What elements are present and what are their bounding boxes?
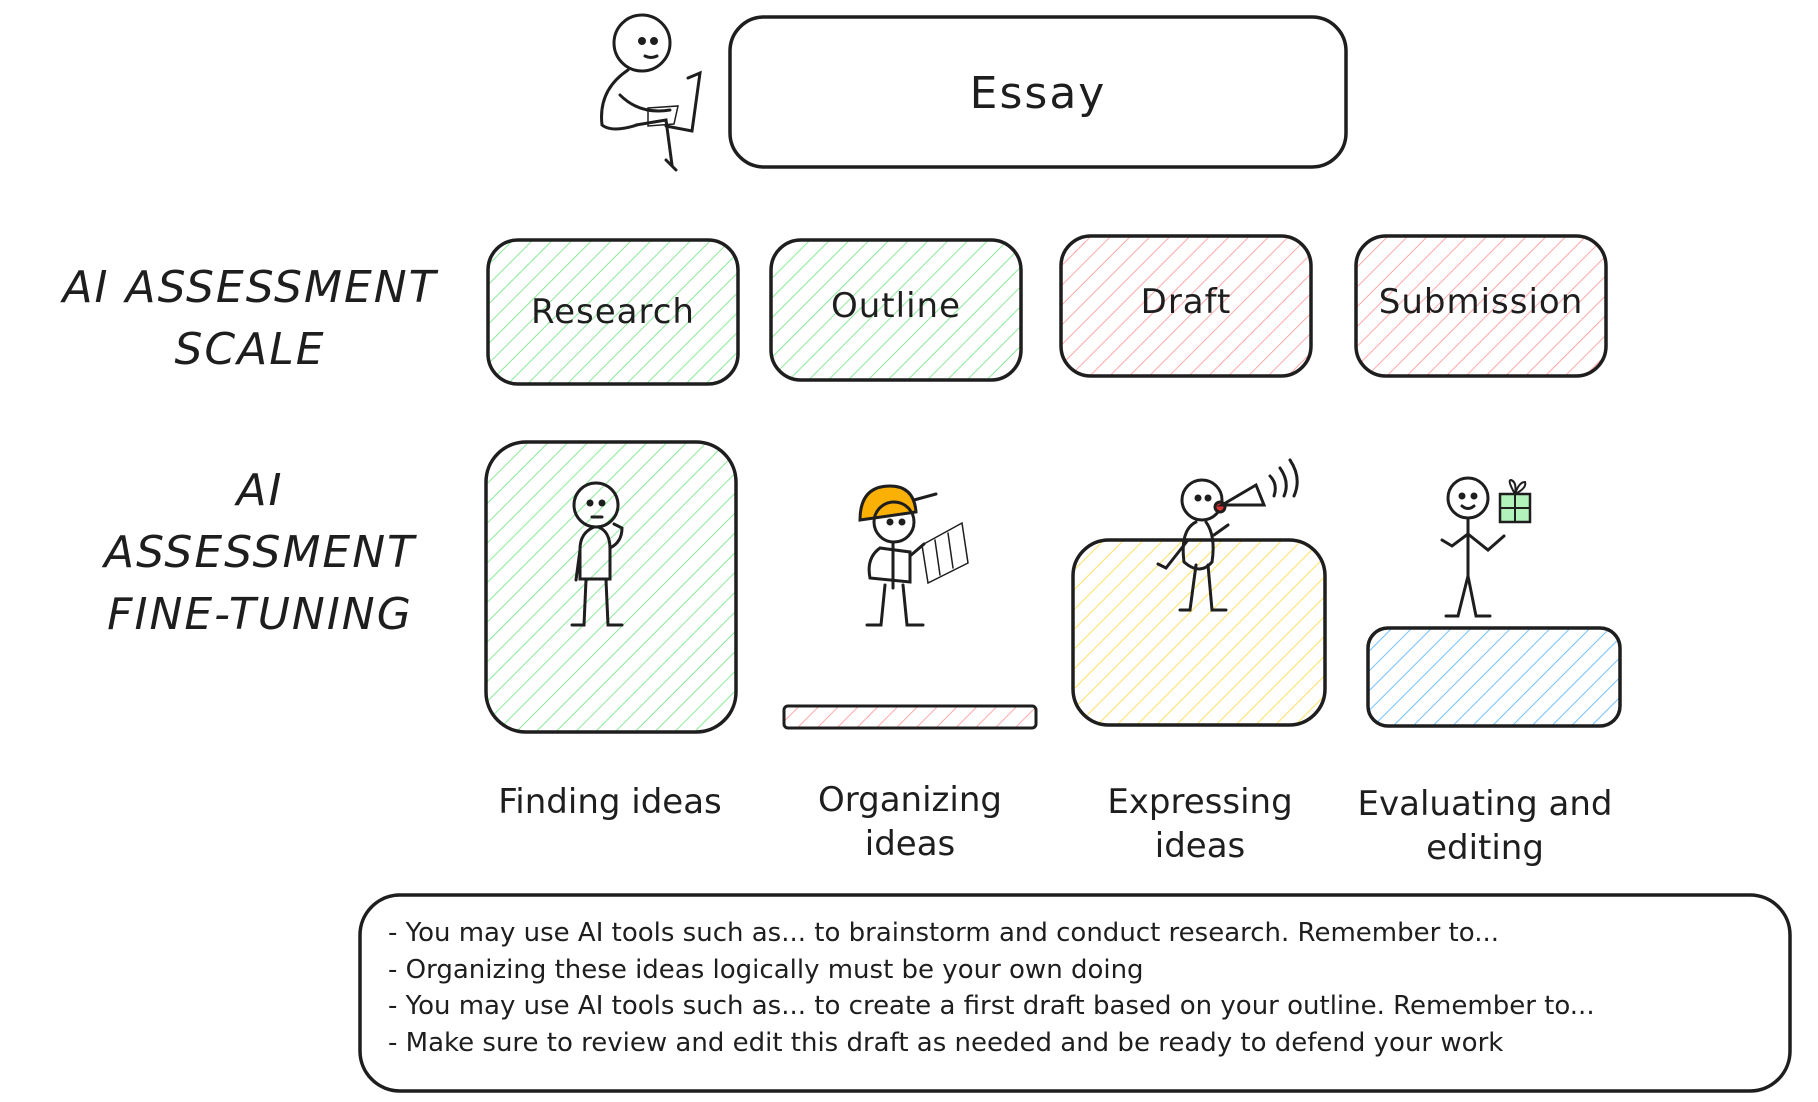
note-item: - You may use AI tools such as... to bra… bbox=[388, 915, 1595, 952]
notes-list: - You may use AI tools such as... to bra… bbox=[388, 915, 1595, 1061]
note-item: - Make sure to review and edit this draf… bbox=[388, 1025, 1595, 1062]
note-item: - You may use AI tools such as... to cre… bbox=[388, 988, 1595, 1025]
note-item: - Organizing these ideas logically must … bbox=[388, 952, 1595, 989]
